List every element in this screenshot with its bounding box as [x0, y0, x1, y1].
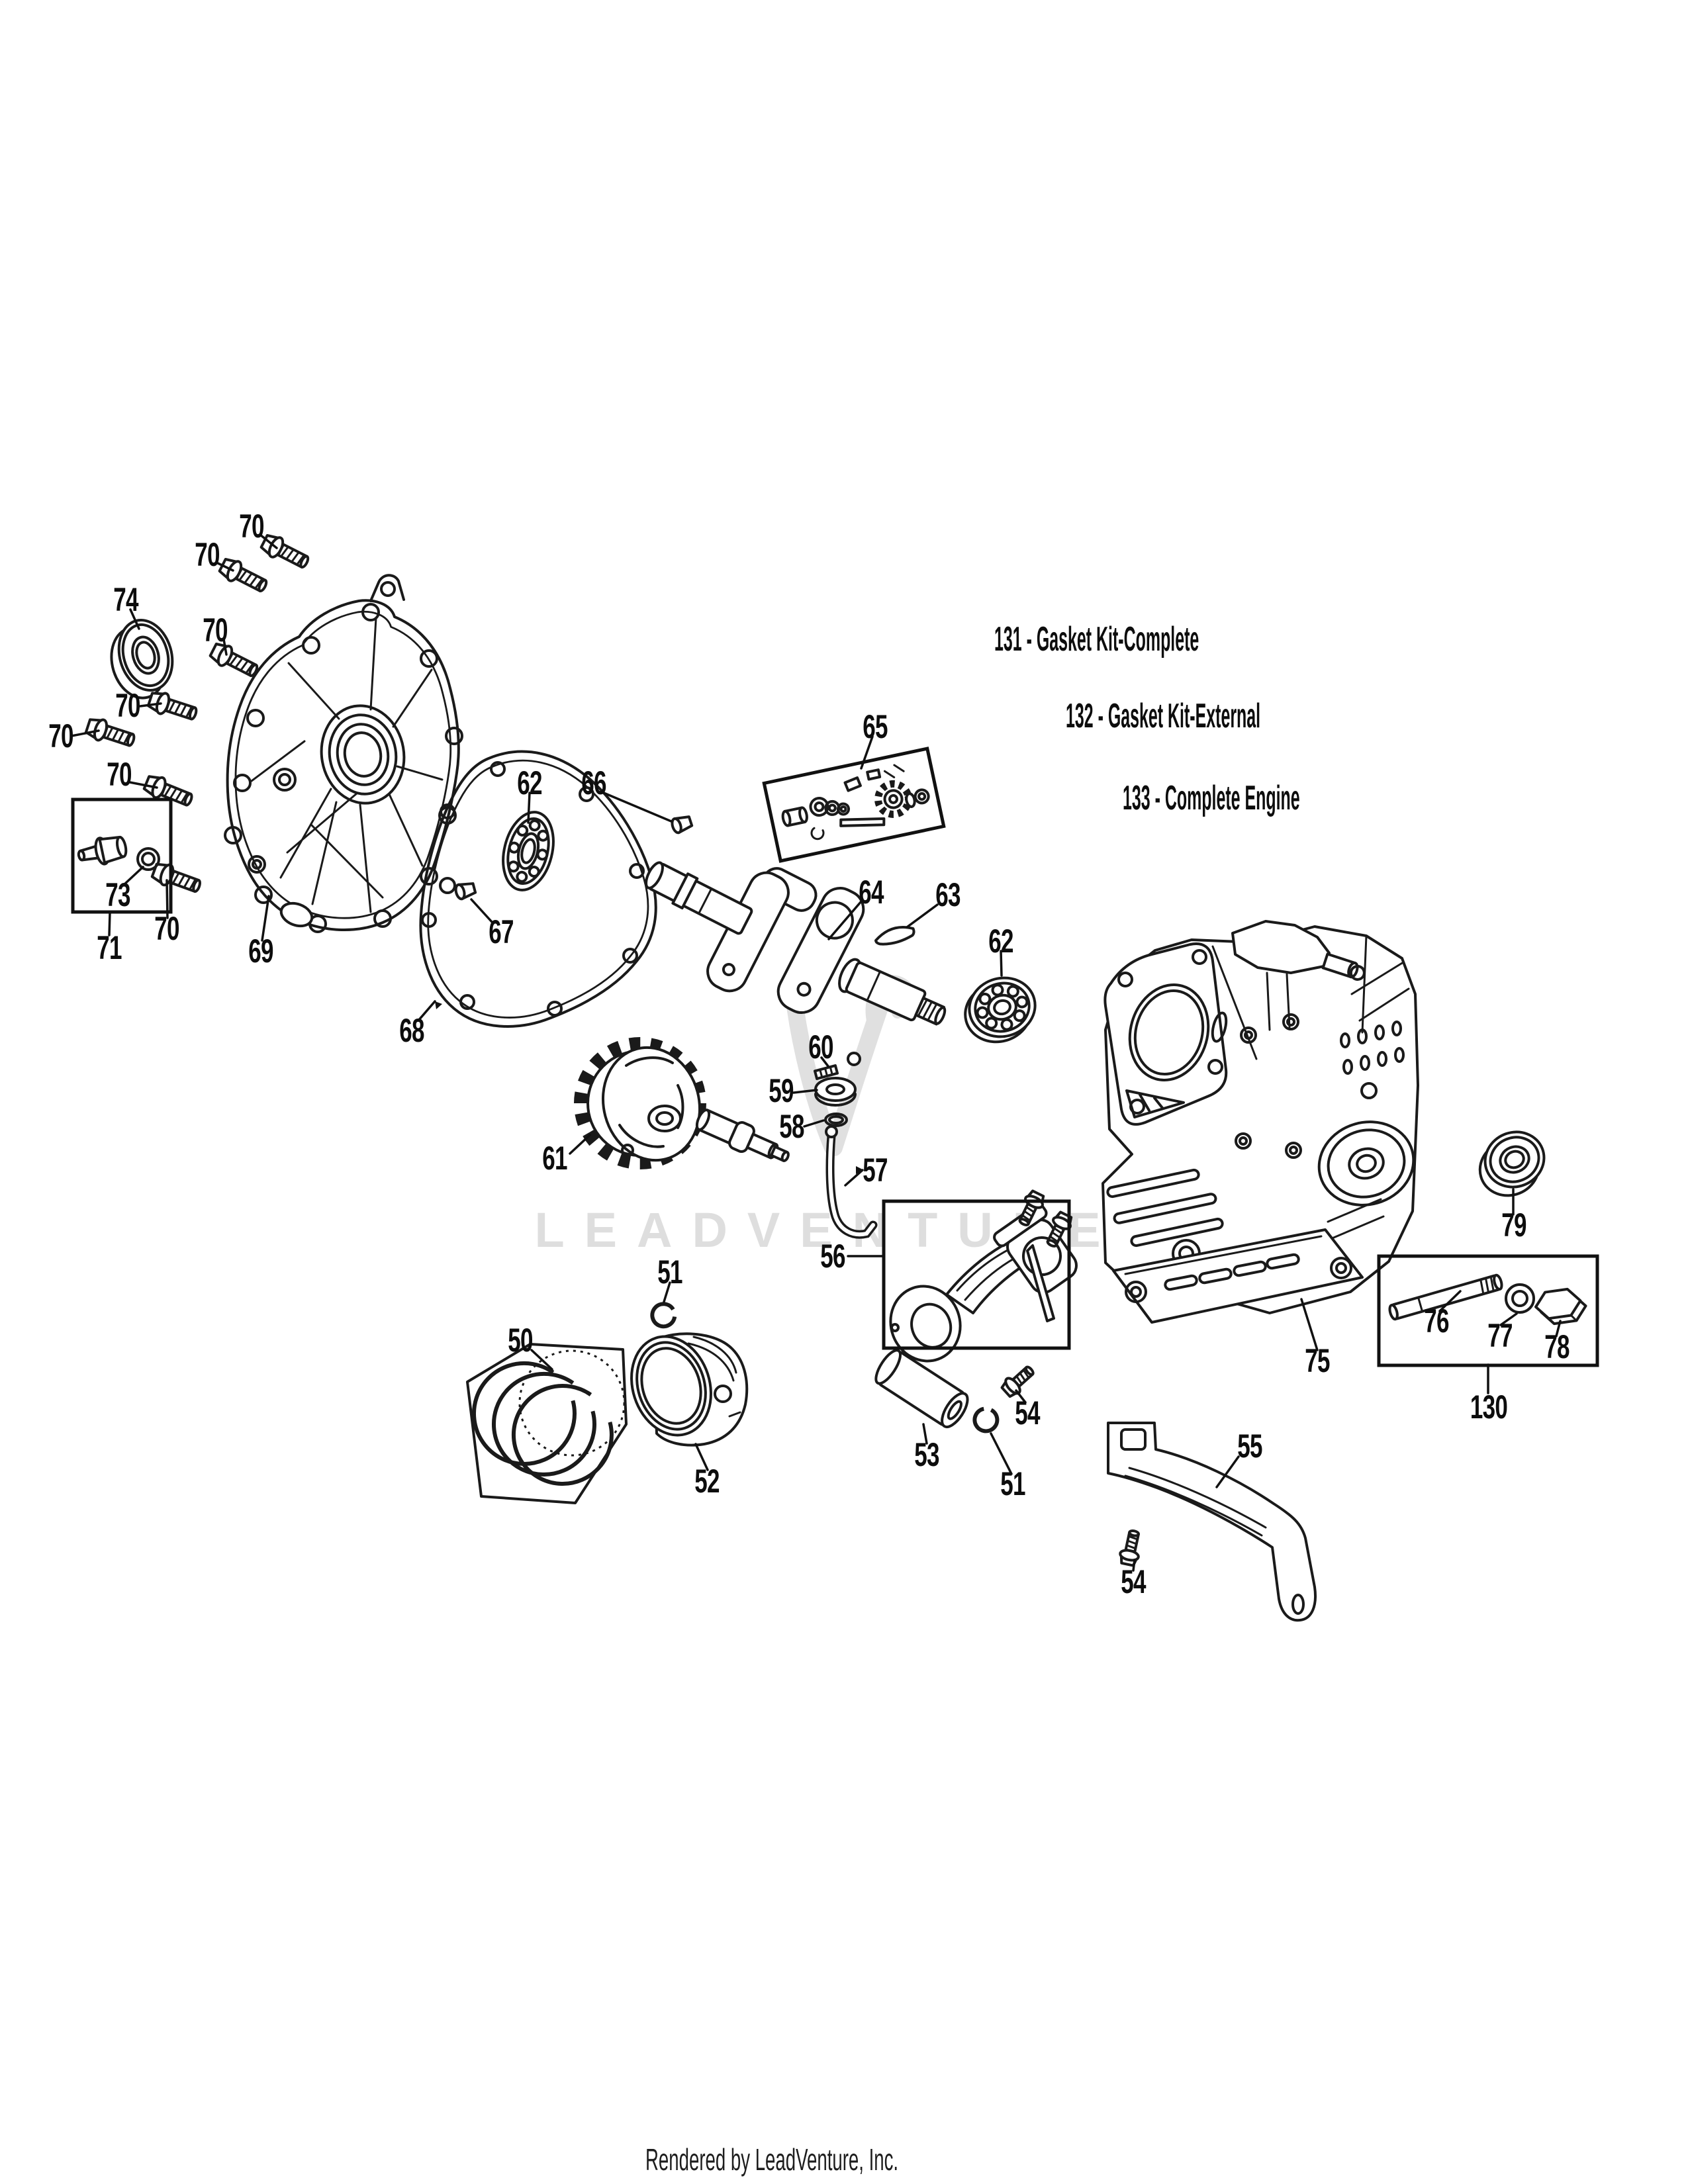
oil-plug-73-art: [77, 835, 160, 871]
leader-lines: [70, 533, 1562, 1572]
dowel-66-art: [669, 813, 694, 835]
bearing-62-left-art: [502, 811, 555, 891]
part-label-66: 66: [581, 764, 606, 801]
cover-gasket-art: [419, 750, 657, 1028]
part-label-70: 70: [203, 612, 228, 649]
dowel-67-art: [453, 880, 478, 901]
washer-59-art: [814, 1077, 857, 1107]
oil-seal-74-art: [110, 618, 174, 700]
footer-credit: Rendered by LeadVenture, Inc.: [645, 2142, 899, 2177]
part-label-69: 69: [248, 933, 273, 970]
part-label-60: 60: [808, 1028, 833, 1066]
kit-label-131: 131 - Gasket Kit-Complete: [994, 620, 1199, 659]
heat-shield-55-art: [1107, 1422, 1317, 1622]
part-label-54: 54: [1121, 1563, 1146, 1600]
box-56: [882, 1199, 1071, 1350]
oring-58-art: [824, 1113, 848, 1127]
part-label-57: 57: [863, 1152, 888, 1189]
wrist-pin-art: [874, 1349, 969, 1429]
part-label-76: 76: [1424, 1302, 1449, 1340]
clip-51-art: [970, 1404, 1002, 1435]
part-label-73: 73: [105, 876, 130, 913]
part-label-78: 78: [1544, 1328, 1570, 1365]
part-label-62: 62: [517, 764, 542, 801]
part-label-52: 52: [694, 1463, 720, 1500]
oil-seal-79-art: [1478, 1130, 1546, 1197]
part-label-58: 58: [779, 1108, 804, 1145]
dipstick-57-art: [825, 1125, 878, 1239]
clip-51-art: [650, 1301, 678, 1329]
part-label-62: 62: [988, 923, 1013, 960]
part-label-55: 55: [1237, 1428, 1262, 1465]
crankcase-cover-art: [224, 574, 463, 933]
part-label-59: 59: [769, 1072, 794, 1109]
piston-art: [630, 1332, 749, 1447]
part-label-68: 68: [399, 1012, 424, 1049]
part-label-77: 77: [1487, 1317, 1513, 1354]
stud-kit-130-art: [1388, 1273, 1587, 1326]
crankshaft-art: [645, 861, 947, 1026]
part-label-65: 65: [863, 708, 888, 745]
part-label-54: 54: [1015, 1394, 1040, 1432]
part-label-51: 51: [1000, 1465, 1025, 1502]
part-label-70: 70: [107, 756, 132, 793]
pin-60-art: [813, 1052, 861, 1080]
kit-label-133: 133 - Complete Engine: [1123, 779, 1300, 817]
part-label-70: 70: [239, 508, 264, 545]
key-63-art: [874, 926, 915, 946]
part-label-53: 53: [914, 1436, 939, 1473]
engine-block-art: [1102, 920, 1419, 1324]
connecting-rod-art: [889, 1189, 1078, 1363]
bearing-62-right-art: [964, 976, 1037, 1044]
part-label-67: 67: [489, 913, 514, 950]
part-label-70: 70: [48, 717, 73, 754]
part-label-71: 71: [97, 929, 122, 966]
part-label-63: 63: [935, 876, 961, 913]
part-label-51: 51: [657, 1253, 682, 1291]
part-label-74: 74: [113, 581, 138, 618]
part-label-64: 64: [859, 874, 884, 911]
part-label-70: 70: [115, 687, 140, 724]
part-label-130: 130: [1470, 1388, 1508, 1426]
part-label-75: 75: [1305, 1342, 1330, 1379]
governor-kit-65-art: [781, 764, 930, 841]
part-label-79: 79: [1501, 1206, 1526, 1244]
part-label-50: 50: [508, 1322, 533, 1359]
bolt-54-art: [1117, 1527, 1145, 1568]
piston-rings-art: [466, 1343, 628, 1504]
part-label-70: 70: [195, 536, 220, 573]
box-71: [71, 797, 173, 914]
camshaft-art: [574, 1037, 790, 1169]
part-label-56: 56: [820, 1238, 845, 1275]
part-label-70: 70: [154, 910, 179, 947]
kit-label-132: 132 - Gasket Kit-External: [1066, 697, 1261, 735]
box-65: [762, 747, 946, 863]
part-label-61: 61: [542, 1140, 567, 1177]
